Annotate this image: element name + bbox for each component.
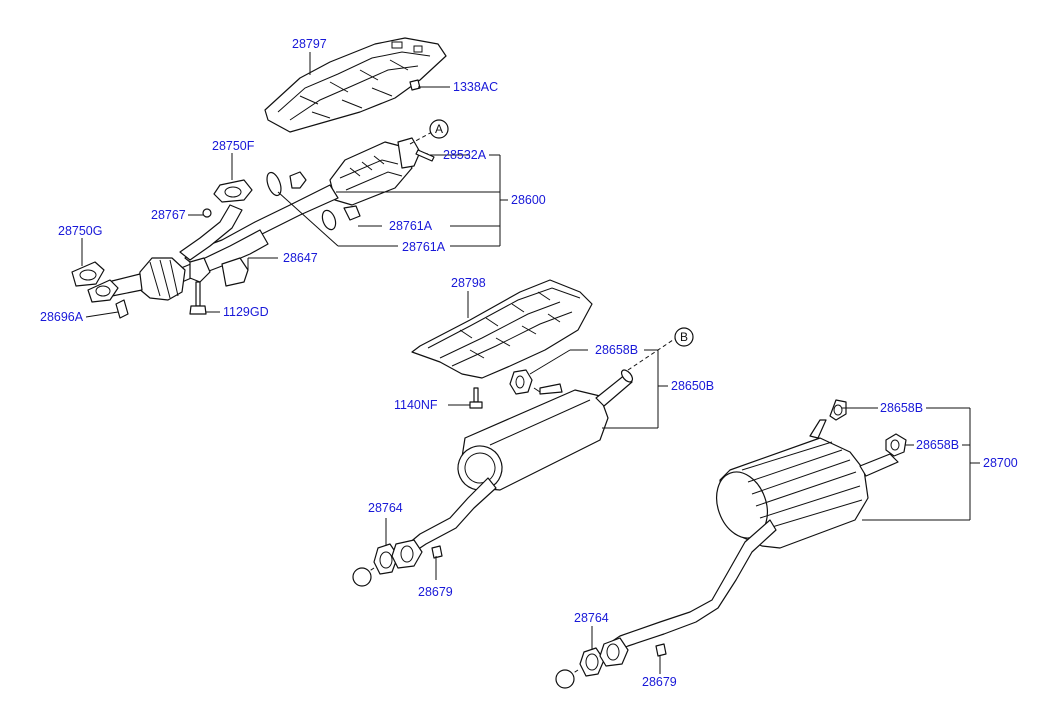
- main-muffler-drawing: [579, 399, 907, 677]
- part-label-1140nf[interactable]: 1140NF: [394, 398, 438, 412]
- center-muffler-drawing: [373, 369, 634, 575]
- connection-circle-center: [352, 567, 372, 587]
- front-pipe-catalyst-drawing: [107, 137, 429, 301]
- part-label-28764-rear[interactable]: 28764: [574, 611, 609, 625]
- ref-circle-b: [674, 327, 694, 347]
- part-label-1129gd[interactable]: 1129GD: [223, 305, 269, 319]
- reference-circles: A B: [352, 119, 694, 689]
- part-label-28658b-center[interactable]: 28658B: [595, 343, 638, 357]
- part-label-28658b-rear-upper[interactable]: 28658B: [880, 401, 923, 415]
- ref-circle-a: [429, 119, 449, 139]
- heat-shield-upper-drawing: [264, 37, 447, 133]
- ref-label-a: A: [435, 122, 443, 136]
- part-label-28700[interactable]: 28700: [983, 456, 1018, 470]
- front-gaskets-fasteners-drawing: [71, 79, 435, 319]
- part-label-28767[interactable]: 28767: [151, 208, 186, 222]
- part-label-28647[interactable]: 28647: [283, 251, 318, 265]
- part-label-28532a[interactable]: 28532A: [443, 148, 487, 162]
- part-label-28600[interactable]: 28600: [511, 193, 546, 207]
- part-label-28750g[interactable]: 28750G: [58, 224, 102, 238]
- heat-shield-center-drawing: [411, 279, 593, 379]
- part-label-28750f[interactable]: 28750F: [212, 139, 255, 153]
- part-label-28696a[interactable]: 28696A: [40, 310, 84, 324]
- connection-circle-rear: [555, 669, 575, 689]
- ref-label-b: B: [680, 330, 688, 344]
- part-label-28679-center[interactable]: 28679: [418, 585, 453, 599]
- part-label-28658b-rear-lower[interactable]: 28658B: [916, 438, 959, 452]
- part-label-28798[interactable]: 28798: [451, 276, 486, 290]
- part-label-28761a-lower[interactable]: 28761A: [402, 240, 446, 254]
- part-label-28650b[interactable]: 28650B: [671, 379, 714, 393]
- part-labels: 28797 1338AC 28750F 28532A 28600 28767 2…: [40, 37, 1018, 689]
- part-label-28761a-upper[interactable]: 28761A: [389, 219, 433, 233]
- leader-lines: [81, 52, 980, 674]
- part-label-1338ac[interactable]: 1338AC: [453, 80, 498, 94]
- part-label-28679-rear[interactable]: 28679: [642, 675, 677, 689]
- part-label-28764-center[interactable]: 28764: [368, 501, 403, 515]
- part-label-28797[interactable]: 28797: [292, 37, 327, 51]
